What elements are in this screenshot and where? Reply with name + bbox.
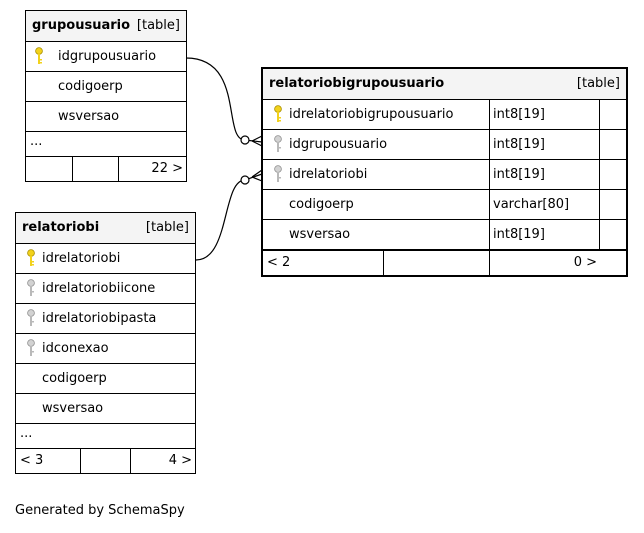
column-name: idrelatoriobi bbox=[42, 251, 121, 266]
column-type: int8[19] bbox=[489, 130, 600, 159]
column-type: int8[19] bbox=[489, 100, 600, 129]
column-row: idrelatoriobi bbox=[16, 244, 195, 274]
link-crowfoot-2 bbox=[251, 169, 263, 182]
link-grupousuario-to-relatoriobigrupousuario bbox=[185, 57, 263, 143]
table-kind: [table] bbox=[136, 18, 180, 33]
foreign-key-icon bbox=[27, 339, 35, 356]
table-relatoriobigrupousuario[interactable]: relatoriobigrupousuario [table] idrelato… bbox=[261, 67, 628, 277]
more-columns: ... bbox=[16, 424, 195, 449]
foreign-key-icon bbox=[27, 309, 35, 326]
column-name: idconexao bbox=[42, 341, 109, 356]
footer-middle bbox=[72, 157, 119, 181]
footer-children: 0 > bbox=[489, 251, 627, 275]
table-footer: < 2 0 > bbox=[263, 250, 626, 275]
table-kind: [table] bbox=[145, 220, 189, 235]
footer-middle bbox=[80, 449, 131, 473]
column-row: codigoerp bbox=[26, 72, 186, 102]
column-row: codigoerp varchar[80] bbox=[263, 190, 626, 220]
table-relatoriobi[interactable]: relatoriobi [table] idrelatoriobi idrela… bbox=[15, 212, 196, 474]
column-spacer bbox=[599, 160, 627, 189]
column-name: wsversao bbox=[289, 227, 351, 242]
column-spacer bbox=[599, 220, 627, 249]
primary-key-icon bbox=[274, 105, 282, 122]
column-name: idrelatoriobi bbox=[289, 167, 368, 182]
column-type: varchar[80] bbox=[489, 190, 600, 219]
primary-key-icon bbox=[27, 249, 35, 266]
link-end-marker-1 bbox=[240, 135, 250, 145]
column-row: idrelatoriobipasta bbox=[16, 304, 195, 334]
foreign-key-icon bbox=[274, 135, 282, 152]
table-name: grupousuario bbox=[32, 18, 131, 33]
column-row: idrelatoriobi int8[19] bbox=[263, 160, 626, 190]
link-relatoriobi-to-relatoriobigrupousuario bbox=[195, 173, 263, 261]
table-name: relatoriobigrupousuario bbox=[269, 76, 445, 91]
column-type: int8[19] bbox=[489, 220, 600, 249]
column-row: idgrupousuario int8[19] bbox=[263, 130, 626, 160]
column-row: idconexao bbox=[16, 334, 195, 364]
footer-parents: < 3 bbox=[20, 453, 44, 468]
table-footer: < 3 4 > bbox=[16, 449, 195, 473]
column-row: idgrupousuario bbox=[26, 42, 186, 72]
table-grupousuario[interactable]: grupousuario [table] idgrupousuario codi… bbox=[25, 10, 187, 182]
column-name: idrelatoriobigrupousuario bbox=[289, 107, 454, 122]
link-crowfoot-1 bbox=[251, 135, 263, 147]
column-row: codigoerp bbox=[16, 364, 195, 394]
column-name: codigoerp bbox=[58, 79, 123, 94]
footer-parents: < 2 bbox=[267, 255, 291, 270]
column-name: idrelatoriobiicone bbox=[42, 281, 156, 296]
table-header: relatoriobigrupousuario [table] bbox=[263, 69, 626, 100]
generator-credit: Generated by SchemaSpy bbox=[15, 503, 185, 518]
foreign-key-icon bbox=[274, 165, 282, 182]
column-name: idgrupousuario bbox=[289, 137, 388, 152]
foreign-key-icon bbox=[27, 279, 35, 296]
footer-parents bbox=[26, 157, 72, 181]
table-name: relatoriobi bbox=[22, 220, 100, 235]
primary-key-icon bbox=[35, 47, 43, 64]
column-name: wsversao bbox=[42, 401, 104, 416]
column-row: idrelatoriobigrupousuario int8[19] bbox=[263, 100, 626, 130]
column-name: codigoerp bbox=[42, 371, 107, 386]
column-spacer bbox=[599, 100, 627, 129]
column-name: wsversao bbox=[58, 109, 120, 124]
table-footer: 22 > bbox=[26, 157, 186, 181]
column-name: idgrupousuario bbox=[58, 49, 157, 64]
column-spacer bbox=[599, 130, 627, 159]
column-row: wsversao bbox=[16, 394, 195, 424]
table-header: grupousuario [table] bbox=[26, 11, 186, 42]
column-spacer bbox=[599, 190, 627, 219]
column-row: wsversao bbox=[26, 102, 186, 132]
link-end-marker-2 bbox=[240, 175, 250, 185]
column-row: wsversao int8[19] bbox=[263, 220, 626, 250]
column-row: idrelatoriobiicone bbox=[16, 274, 195, 304]
table-kind: [table] bbox=[576, 76, 620, 91]
footer-middle bbox=[383, 251, 490, 275]
table-header: relatoriobi [table] bbox=[16, 213, 195, 244]
footer-children: 22 > bbox=[118, 157, 187, 181]
column-name: codigoerp bbox=[289, 197, 354, 212]
column-type: int8[19] bbox=[489, 160, 600, 189]
footer-children: 4 > bbox=[130, 449, 196, 473]
column-name: idrelatoriobipasta bbox=[42, 311, 157, 326]
more-columns: ... bbox=[26, 132, 186, 157]
